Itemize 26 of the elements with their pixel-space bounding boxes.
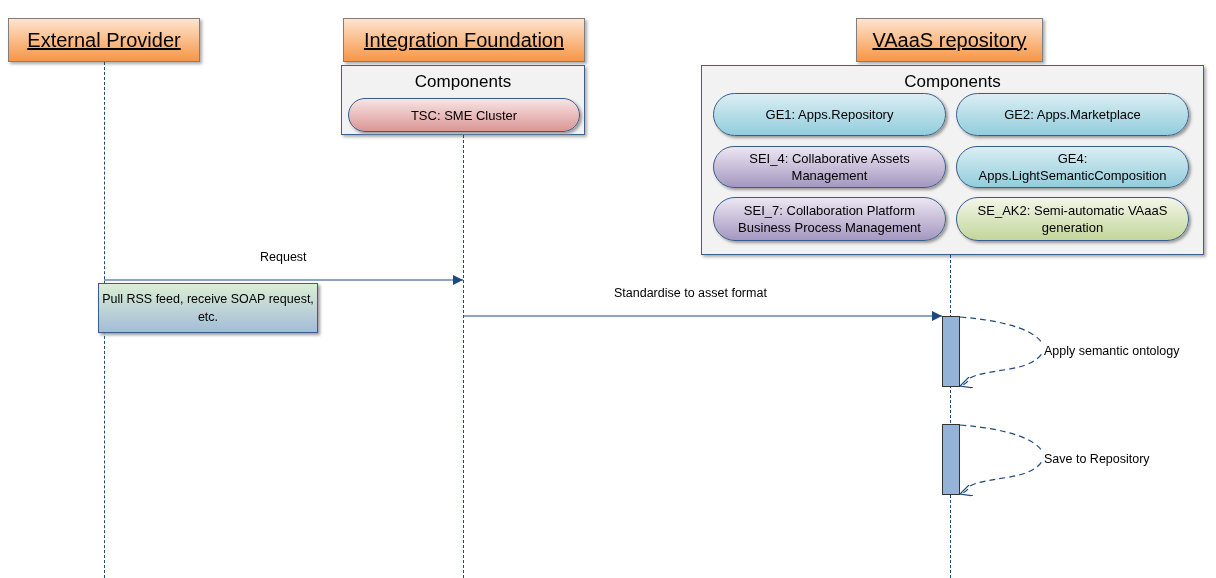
edge-label: Standardise to asset format bbox=[612, 286, 769, 300]
edge-label: Save to Repository bbox=[1042, 452, 1152, 466]
self-message-arrow bbox=[959, 316, 1044, 388]
components-panel bbox=[701, 65, 1204, 255]
panel-title: Components bbox=[903, 72, 1002, 92]
activation-bar bbox=[942, 316, 960, 387]
component-pill: GE2: Apps.Marketplace bbox=[956, 93, 1189, 136]
lifeline bbox=[463, 135, 464, 578]
components-panel bbox=[341, 65, 585, 135]
component-pill: SEI_4: Collaborative Assets Management bbox=[713, 146, 946, 188]
activation-bar bbox=[942, 424, 960, 495]
participant-header: Integration Foundation bbox=[343, 18, 585, 62]
component-pill: SEI_7: Collaboration Platform Business Process Management bbox=[713, 197, 946, 241]
note-box: Pull RSS feed, receive SOAP request, etc. bbox=[98, 283, 318, 333]
panel-title: Components bbox=[413, 72, 513, 92]
message-arrow bbox=[103, 275, 464, 285]
edge-label: Request bbox=[258, 250, 309, 264]
self-message-arrow bbox=[959, 424, 1044, 496]
participant-header: External Provider bbox=[8, 18, 200, 62]
component-pill: TSC: SME Cluster bbox=[348, 98, 580, 132]
component-pill: SE_AK2: Semi-automatic VAaaS generation bbox=[956, 197, 1189, 241]
participant-header: VAaaS repository bbox=[856, 18, 1043, 62]
component-pill: GE1: Apps.Repository bbox=[713, 93, 946, 136]
message-arrow bbox=[462, 311, 943, 321]
edge-label: Apply semantic ontology bbox=[1042, 344, 1182, 358]
component-pill: GE4: Apps.LightSemanticComposition bbox=[956, 146, 1189, 188]
